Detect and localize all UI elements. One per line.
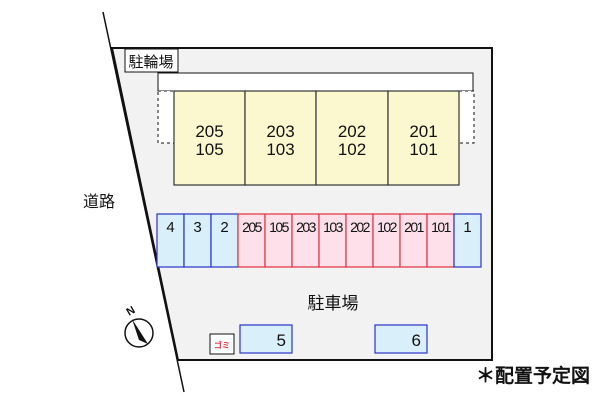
parking-space-label: 1	[463, 219, 471, 236]
parking-space-label: 102	[377, 219, 398, 235]
parking-space: 1	[453, 213, 482, 268]
unit-lower-label: 105	[195, 140, 223, 159]
parking-space: 202	[345, 213, 374, 268]
parking-space-label: 4	[166, 219, 174, 236]
parking-space-label: 103	[323, 219, 344, 235]
unit-lower-label: 101	[409, 140, 437, 159]
car-parking-label: 駐車場	[308, 294, 359, 314]
unit-upper-label: 205	[195, 122, 223, 141]
dashed-area-left	[157, 90, 175, 144]
parking-space-label: 201	[404, 219, 425, 235]
parking-space: 4	[156, 213, 185, 268]
unit-lower-label: 102	[338, 140, 366, 159]
dashed-area-right	[458, 90, 475, 144]
parking-space: 6	[374, 324, 428, 354]
parking-space: 105	[264, 213, 293, 268]
unit-lower-label: 103	[266, 140, 294, 159]
bicycle-parking-area	[157, 72, 474, 92]
parking-space: 205	[237, 213, 266, 268]
parking-space-label: 105	[269, 219, 290, 235]
parking-space: 203	[291, 213, 320, 268]
garbage-label: ゴミ	[214, 340, 230, 350]
parking-space: 201	[399, 213, 428, 268]
unit-upper-label: 203	[266, 122, 294, 141]
parking-space: 103	[318, 213, 347, 268]
parking-space-label: 203	[296, 219, 317, 235]
parking-space: 5	[239, 324, 293, 354]
parking-space-label: 3	[193, 219, 201, 236]
parking-space: 102	[372, 213, 401, 268]
parking-space: 3	[183, 213, 212, 268]
unit-upper-label: 201	[409, 122, 437, 141]
parking-space-label: 202	[350, 219, 371, 235]
parking-space-label: 101	[431, 219, 452, 235]
north-label: N	[125, 304, 138, 318]
parking-space-label: 2	[220, 219, 228, 236]
layout-note: ＊配置予定図	[476, 364, 590, 387]
parking-space: 101	[426, 213, 455, 268]
north-compass-icon: N	[124, 304, 154, 348]
parking-space-label: 5	[277, 331, 286, 350]
garbage-station	[209, 333, 235, 355]
parking-space-label: 205	[242, 219, 263, 235]
parking-space: 2	[210, 213, 239, 268]
parking-space-label: 6	[412, 331, 421, 350]
bicycle-parking-label: 駐輪場	[128, 53, 173, 71]
unit-upper-label: 202	[338, 122, 366, 141]
bicycle-parking-label-box	[124, 48, 179, 73]
road-label: 道路	[83, 192, 115, 211]
road-edge-line	[102, 11, 185, 393]
